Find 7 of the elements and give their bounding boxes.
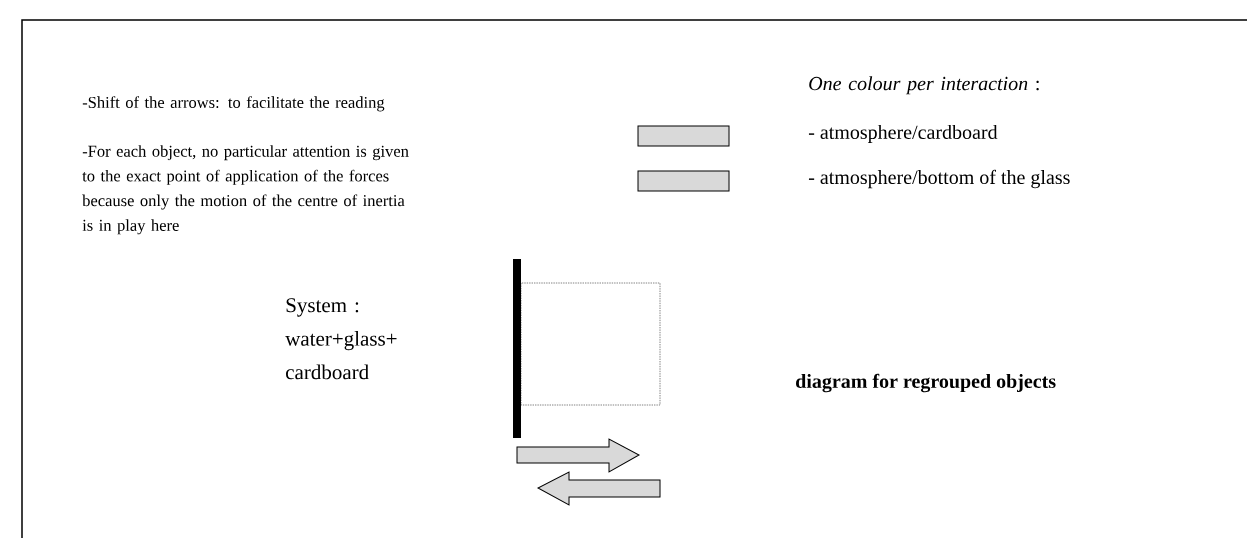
legend-heading: One colour per interaction : (809, 76, 1039, 95)
note-text: -Shift of the arrows: to facilitate the reading (82, 96, 385, 112)
system-label: System : water+glass+ cardboard (285, 298, 397, 380)
legend-text: - atmosphere/bottom of the glass (808, 169, 1070, 189)
note-text: -For each object, no particular attention is given to the exact point of application of the forces because only the motion of the centre of inertia is in play here (82, 145, 409, 235)
legend-text: - atmosphere/cardboard (808, 124, 998, 144)
caption: diagram for regrouped objects (796, 373, 1056, 393)
